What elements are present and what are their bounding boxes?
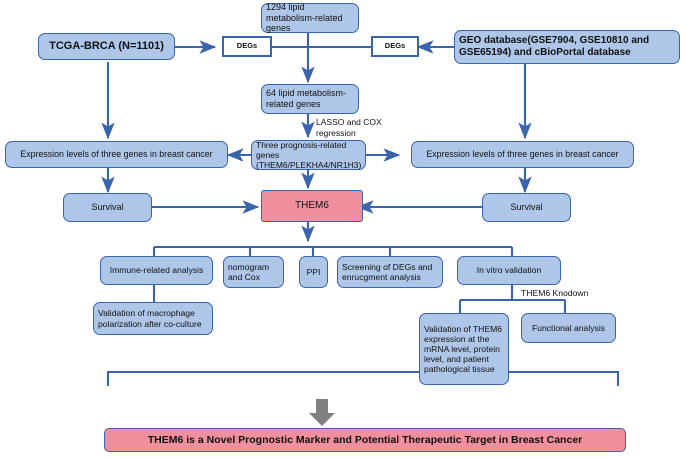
node-label: Three prognosis-related genes (THEM6/PLE… [256,139,362,171]
node-label: 1294 lipid metabolism-related genes [266,2,343,34]
node-label: Immune-related analysis [109,265,204,276]
node-three-prognosis-genes[interactable]: Three prognosis-related genes (THEM6/PLE… [251,140,366,170]
node-immune-analysis[interactable]: Immune-related analysis [100,256,213,285]
node-degs-right[interactable]: DEGs [371,36,419,57]
node-label: Survival [91,202,124,213]
node-64-lipid-genes[interactable]: 64 lipid metabolism-related genes [261,84,359,114]
node-them6[interactable]: THEM6 [261,190,363,222]
node-label: DEGs [236,41,258,51]
node-conclusion[interactable]: THEM6 is a Novel Prognostic Marker and P… [104,428,626,452]
node-survival-right[interactable]: Survival [482,193,571,222]
node-label: DEGs [384,41,406,51]
node-label: Screening of DEGs and enrucgment analysi… [342,261,433,282]
node-nomogram-cox[interactable]: nomogram and Cox [223,256,284,288]
node-label: Expression levels of three genes in brea… [20,149,213,160]
node-label: GEO database(GSE7904, GSE10810 and GSE65… [459,35,650,58]
bracket-bottom [106,370,620,386]
node-label: In vitro validation [476,265,542,276]
node-label: THEM6 [295,200,329,212]
node-label: THEM6 is a Novel Prognostic Marker and P… [147,433,583,446]
node-geo-database[interactable]: GEO database(GSE7904, GSE10810 and GSE65… [454,30,680,64]
node-1294-lipid-genes[interactable]: 1294 lipid metabolism-related genes [261,2,359,34]
node-survival-left[interactable]: Survival [63,193,152,222]
node-macrophage-validation[interactable]: Validation of macrophage polarization af… [93,302,213,335]
node-label: PPI [306,266,321,277]
node-invitro-validation[interactable]: In vitro validation [457,256,561,285]
node-label: TCGA-BRCA (N=1101) [49,40,164,53]
node-label: Expression levels of three genes in brea… [426,149,619,160]
node-label: 64 lipid metabolism-related genes [266,88,347,109]
edge-label-text: LASSO and COX regression [316,117,382,138]
node-expression-right[interactable]: Expression levels of three genes in brea… [411,141,634,168]
node-tcga-brca[interactable]: TCGA-BRCA (N=1101) [38,33,175,60]
node-expression-left[interactable]: Expression levels of three genes in brea… [5,141,228,168]
node-screening-degs[interactable]: Screening of DEGs and enrucgment analysi… [337,256,443,288]
node-validation-them6-expression[interactable]: Validation of THEM6 expression at the mR… [419,313,509,385]
edge-label-text: THEM6 Knodown [521,288,589,298]
node-ppi[interactable]: PPI [299,256,328,288]
node-functional-analysis[interactable]: Functional analysis [521,313,616,343]
final-arrow [309,399,335,426]
node-label: Functional analysis [531,322,606,333]
node-label: Validation of THEM6 expression at the mR… [424,323,503,375]
edge-label-lasso: LASSO and COX regression [316,117,388,138]
node-degs-left[interactable]: DEGs [222,36,272,57]
node-label: Survival [510,202,543,213]
node-label: nomogram and Cox [228,261,270,282]
node-label: Validation of macrophage polarization af… [98,308,202,329]
edge-label-them6-knockdown: THEM6 Knodown [521,288,588,298]
